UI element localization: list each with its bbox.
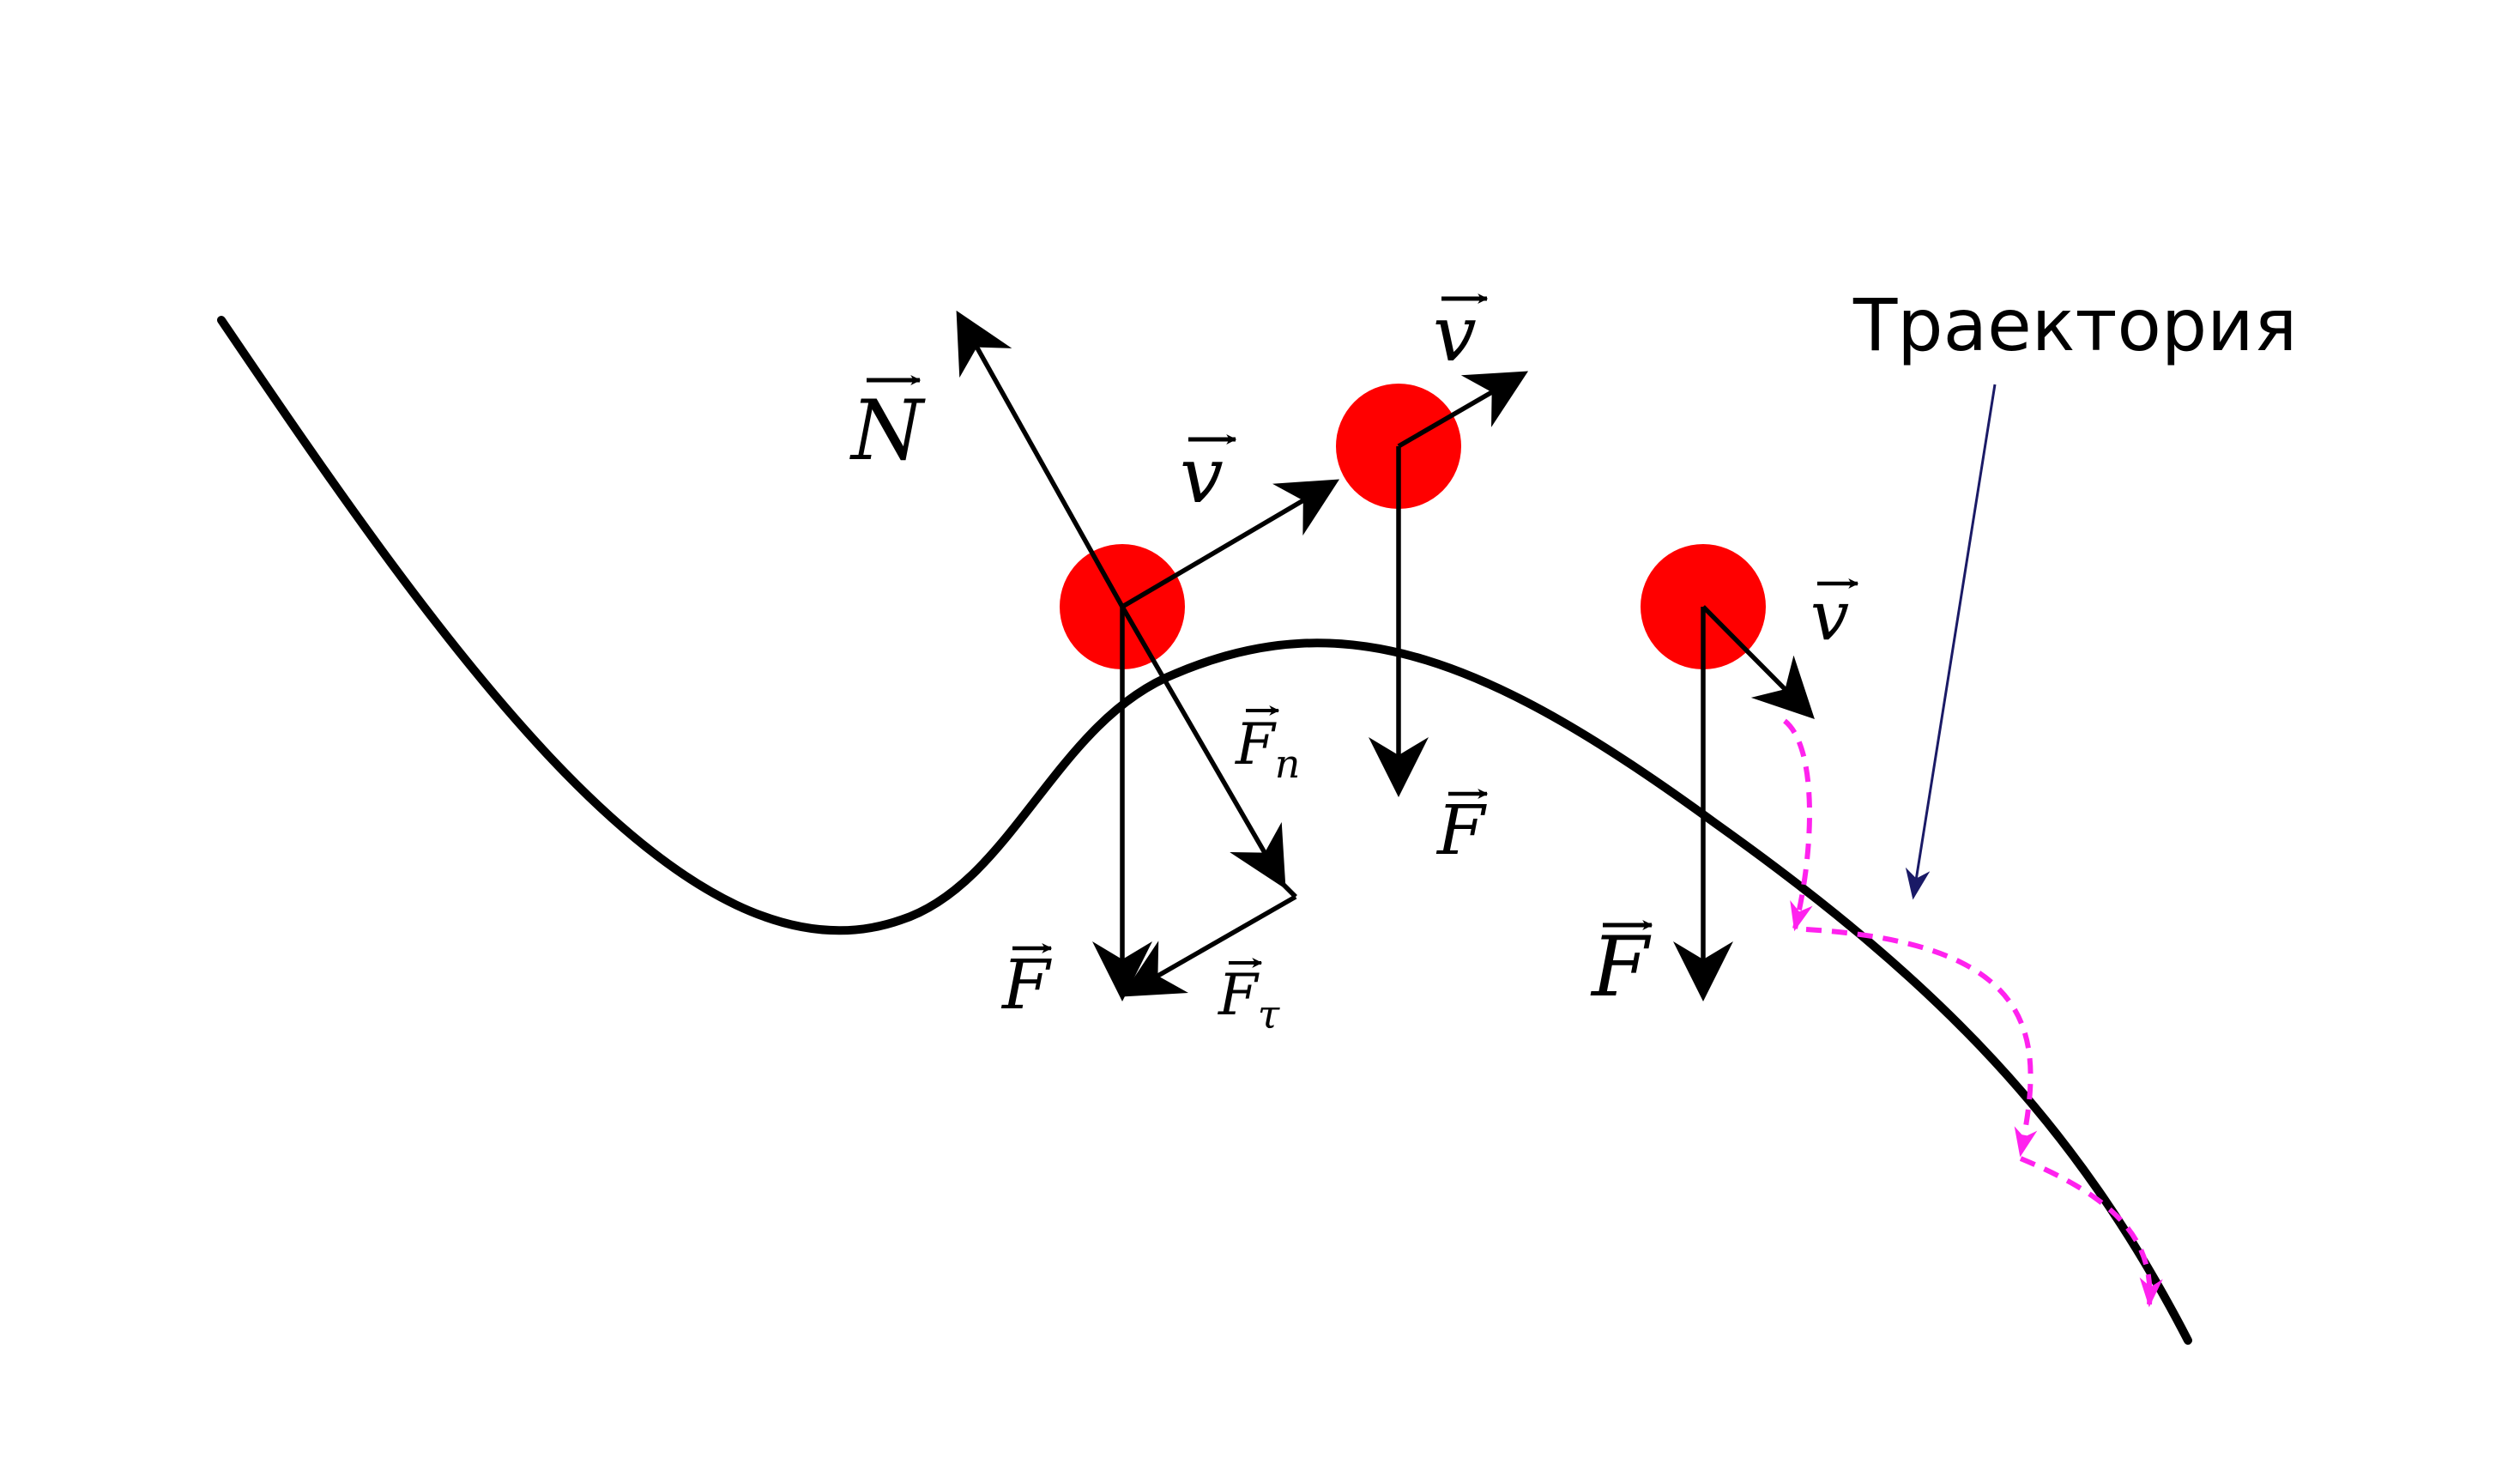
label-force-tangent-main: F (1218, 962, 1260, 1028)
label-normal-force: N (849, 375, 926, 479)
label-velocity-1: v (1180, 431, 1237, 521)
label-trajectory: Траектория (1852, 283, 2297, 367)
svg-text:Fτ: Fτ (1218, 962, 1281, 1038)
label-force-normal-sub: n (1275, 741, 1301, 787)
trajectory-pointer (1905, 384, 1997, 900)
label-velocity-3: v (1810, 576, 1859, 656)
trajectory-path-2 (1805, 927, 2038, 1158)
label-force-normal: Fn (1235, 705, 1300, 787)
label-force-3: F (1590, 919, 1653, 1015)
vector-velocity-3 (1701, 605, 1815, 719)
label-force-3-text: F (1590, 919, 1652, 1015)
trajectory-path-1 (1783, 718, 1813, 932)
label-force-2-text: F (1435, 790, 1487, 870)
label-force-tangent-sub: τ (1258, 991, 1281, 1038)
label-force-1: F (1000, 943, 1053, 1025)
decomposition-line (1281, 882, 1297, 898)
label-velocity-1-text: v (1180, 431, 1224, 521)
vector-velocity-2 (1397, 371, 1529, 449)
trajectory-path-3 (2019, 1156, 2163, 1308)
label-velocity-2-text: v (1433, 289, 1477, 379)
vector-force-normal (1120, 605, 1286, 890)
label-force-2: F (1435, 789, 1489, 870)
vector-force-tangent (1121, 894, 1297, 997)
label-velocity-2: v (1433, 289, 1489, 379)
label-force-normal-main: F (1235, 711, 1277, 777)
vector-velocity-1 (1121, 479, 1340, 609)
surface-curve (217, 316, 2192, 1345)
label-force-1-text: F (1000, 945, 1052, 1025)
label-force-tangent: Fτ (1218, 958, 1281, 1038)
label-normal-force-text: N (849, 383, 926, 479)
label-velocity-3-text: v (1810, 576, 1849, 656)
svg-text:Fn: Fn (1235, 711, 1300, 787)
vector-normal-force (956, 310, 1125, 608)
